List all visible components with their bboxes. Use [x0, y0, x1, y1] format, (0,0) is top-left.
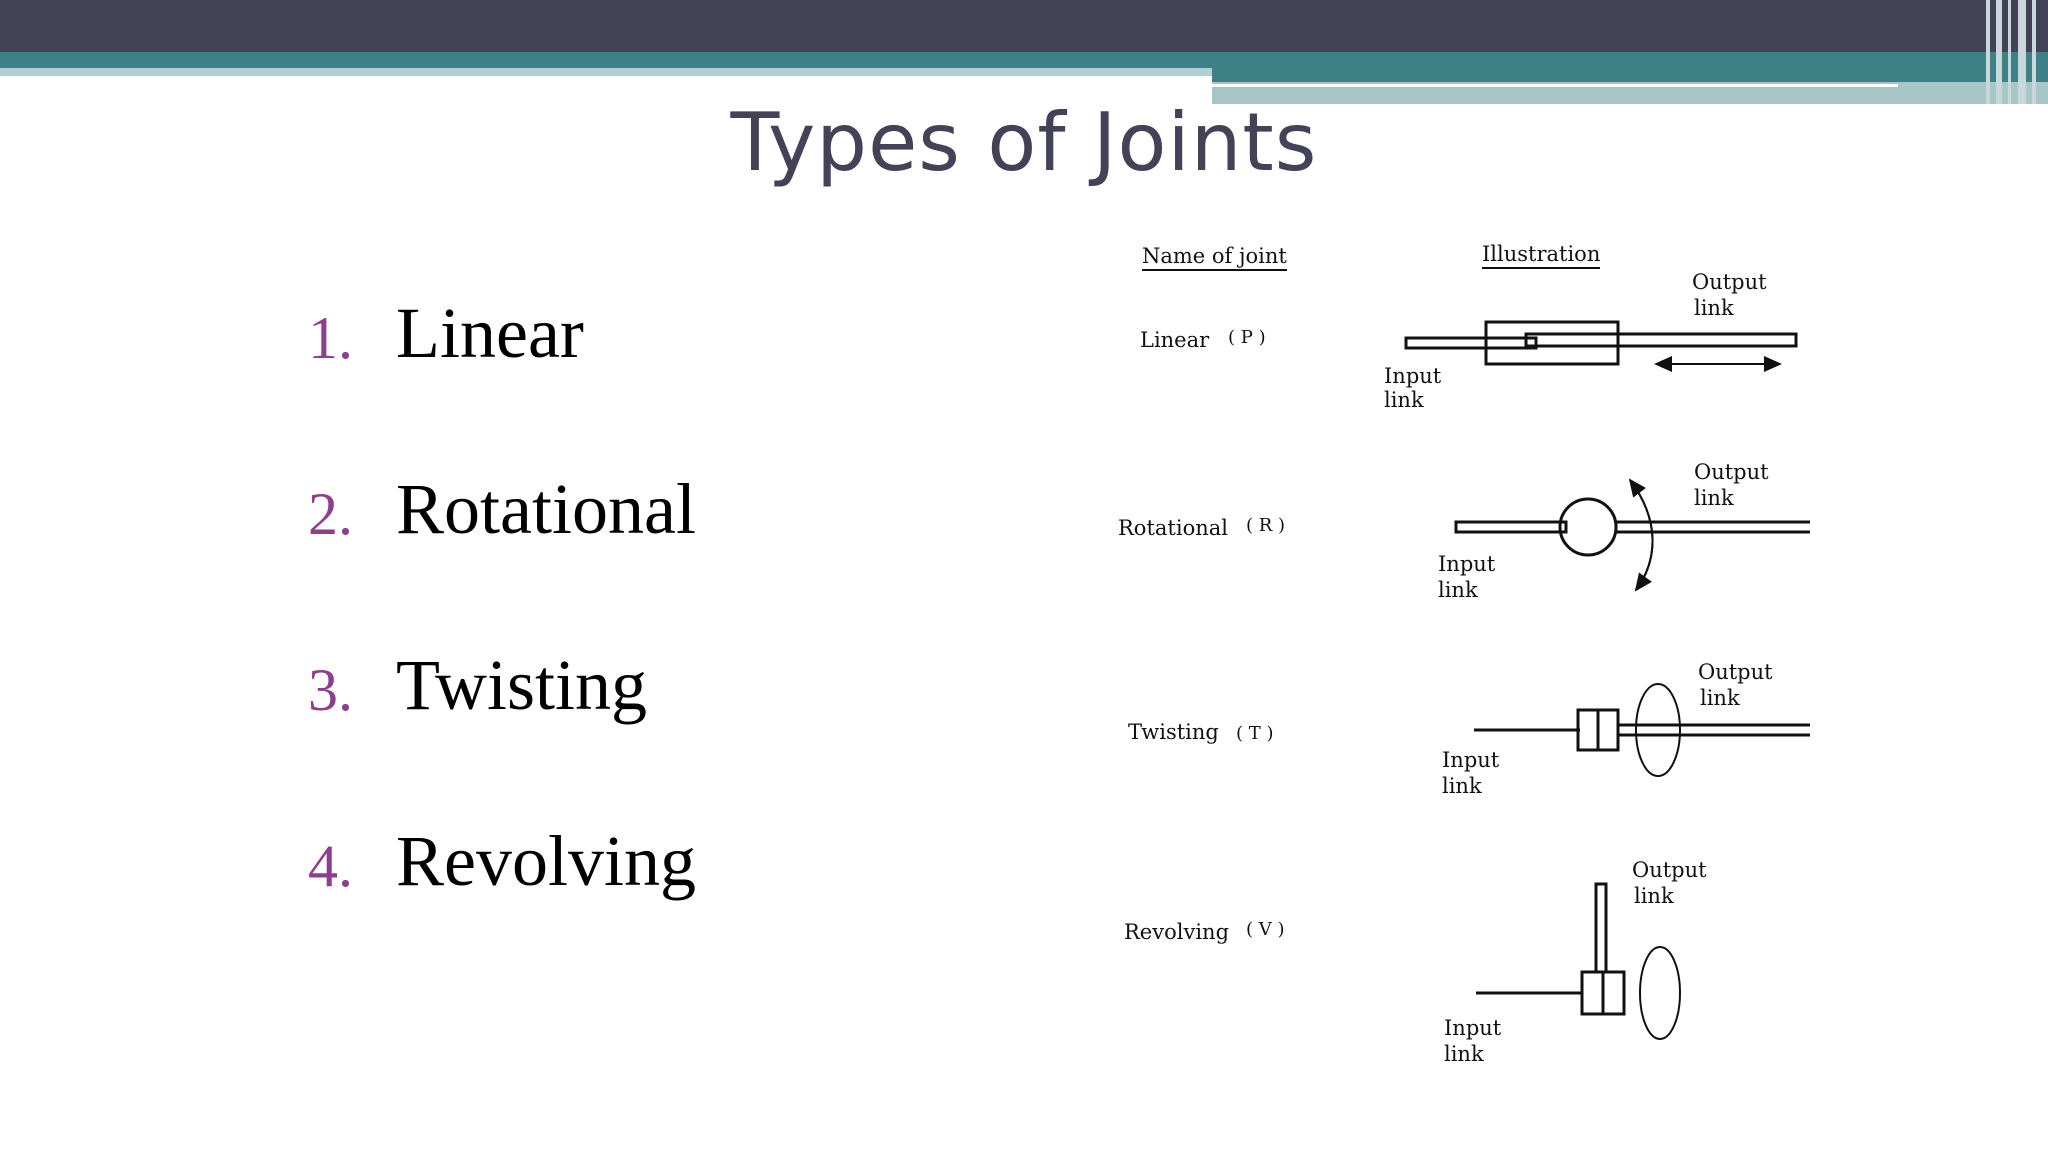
output-label: Output — [1632, 858, 1707, 882]
joint-illustration-figure: Name of joint Illustration Linear ( P ) … — [1090, 230, 1810, 1090]
joint-name: Rotational — [1118, 516, 1228, 540]
joint-code: ( R ) — [1246, 515, 1286, 536]
corner-stripe — [1986, 0, 1990, 104]
list-number: 3. — [308, 657, 353, 723]
list-number: 2. — [308, 481, 353, 547]
list-label: Linear — [396, 293, 584, 373]
revolving-joint-diagram — [1476, 882, 1681, 1040]
header-name-of-joint: Name of joint — [1142, 244, 1287, 272]
output-label: Output — [1698, 660, 1773, 684]
header-band-teal-right — [1212, 68, 2048, 82]
joint-diagrams — [1404, 320, 1810, 1040]
corner-stripe — [2008, 0, 2011, 104]
list-item: 4. Revolving — [308, 818, 696, 994]
linear-joint-diagram — [1404, 320, 1798, 372]
list-number: 4. — [308, 833, 353, 899]
header-band-light — [0, 68, 1212, 76]
slide-title: Types of Joints — [730, 96, 1318, 189]
list-item: 3. Twisting — [308, 642, 696, 818]
output-label: link — [1634, 884, 1674, 908]
list-number: 1. — [308, 305, 353, 371]
joint-code: ( P ) — [1228, 327, 1266, 348]
header-band-dark — [0, 0, 2048, 52]
output-label: Output — [1694, 460, 1769, 484]
header-accent-line — [1212, 84, 1898, 87]
joint-name: Twisting — [1128, 720, 1219, 744]
output-label: link — [1694, 486, 1734, 510]
header-illustration: Illustration — [1482, 242, 1601, 270]
joint-code: ( T ) — [1236, 723, 1274, 744]
joint-name: Revolving — [1124, 920, 1230, 944]
input-label: Input — [1384, 364, 1442, 388]
corner-stripe — [2032, 0, 2036, 104]
output-label: Output — [1692, 270, 1767, 294]
input-label: link — [1444, 1042, 1484, 1066]
joint-name: Linear — [1140, 328, 1210, 352]
input-label: Input — [1438, 552, 1496, 576]
header-band-pale-right — [1212, 82, 2048, 104]
output-label: link — [1700, 686, 1740, 710]
input-label: Input — [1442, 748, 1500, 772]
list-item: 2. Rotational — [308, 466, 696, 642]
joint-code: ( V ) — [1246, 919, 1285, 940]
input-label: Input — [1444, 1016, 1502, 1040]
joint-type-list: 1. Linear 2. Rotational 3. Twisting 4. R… — [308, 290, 696, 994]
corner-stripe — [2018, 0, 2026, 104]
input-label: link — [1384, 388, 1424, 412]
input-label: link — [1442, 774, 1482, 798]
corner-stripe — [1996, 0, 2002, 104]
input-label: link — [1438, 578, 1478, 602]
list-label: Revolving — [396, 821, 696, 901]
list-item: 1. Linear — [308, 290, 696, 466]
list-label: Rotational — [396, 469, 696, 549]
header-band-teal — [0, 52, 2048, 68]
list-label: Twisting — [396, 645, 647, 725]
twisting-joint-diagram — [1474, 683, 1810, 777]
output-label: link — [1694, 296, 1734, 320]
rotational-joint-diagram — [1454, 478, 1810, 592]
